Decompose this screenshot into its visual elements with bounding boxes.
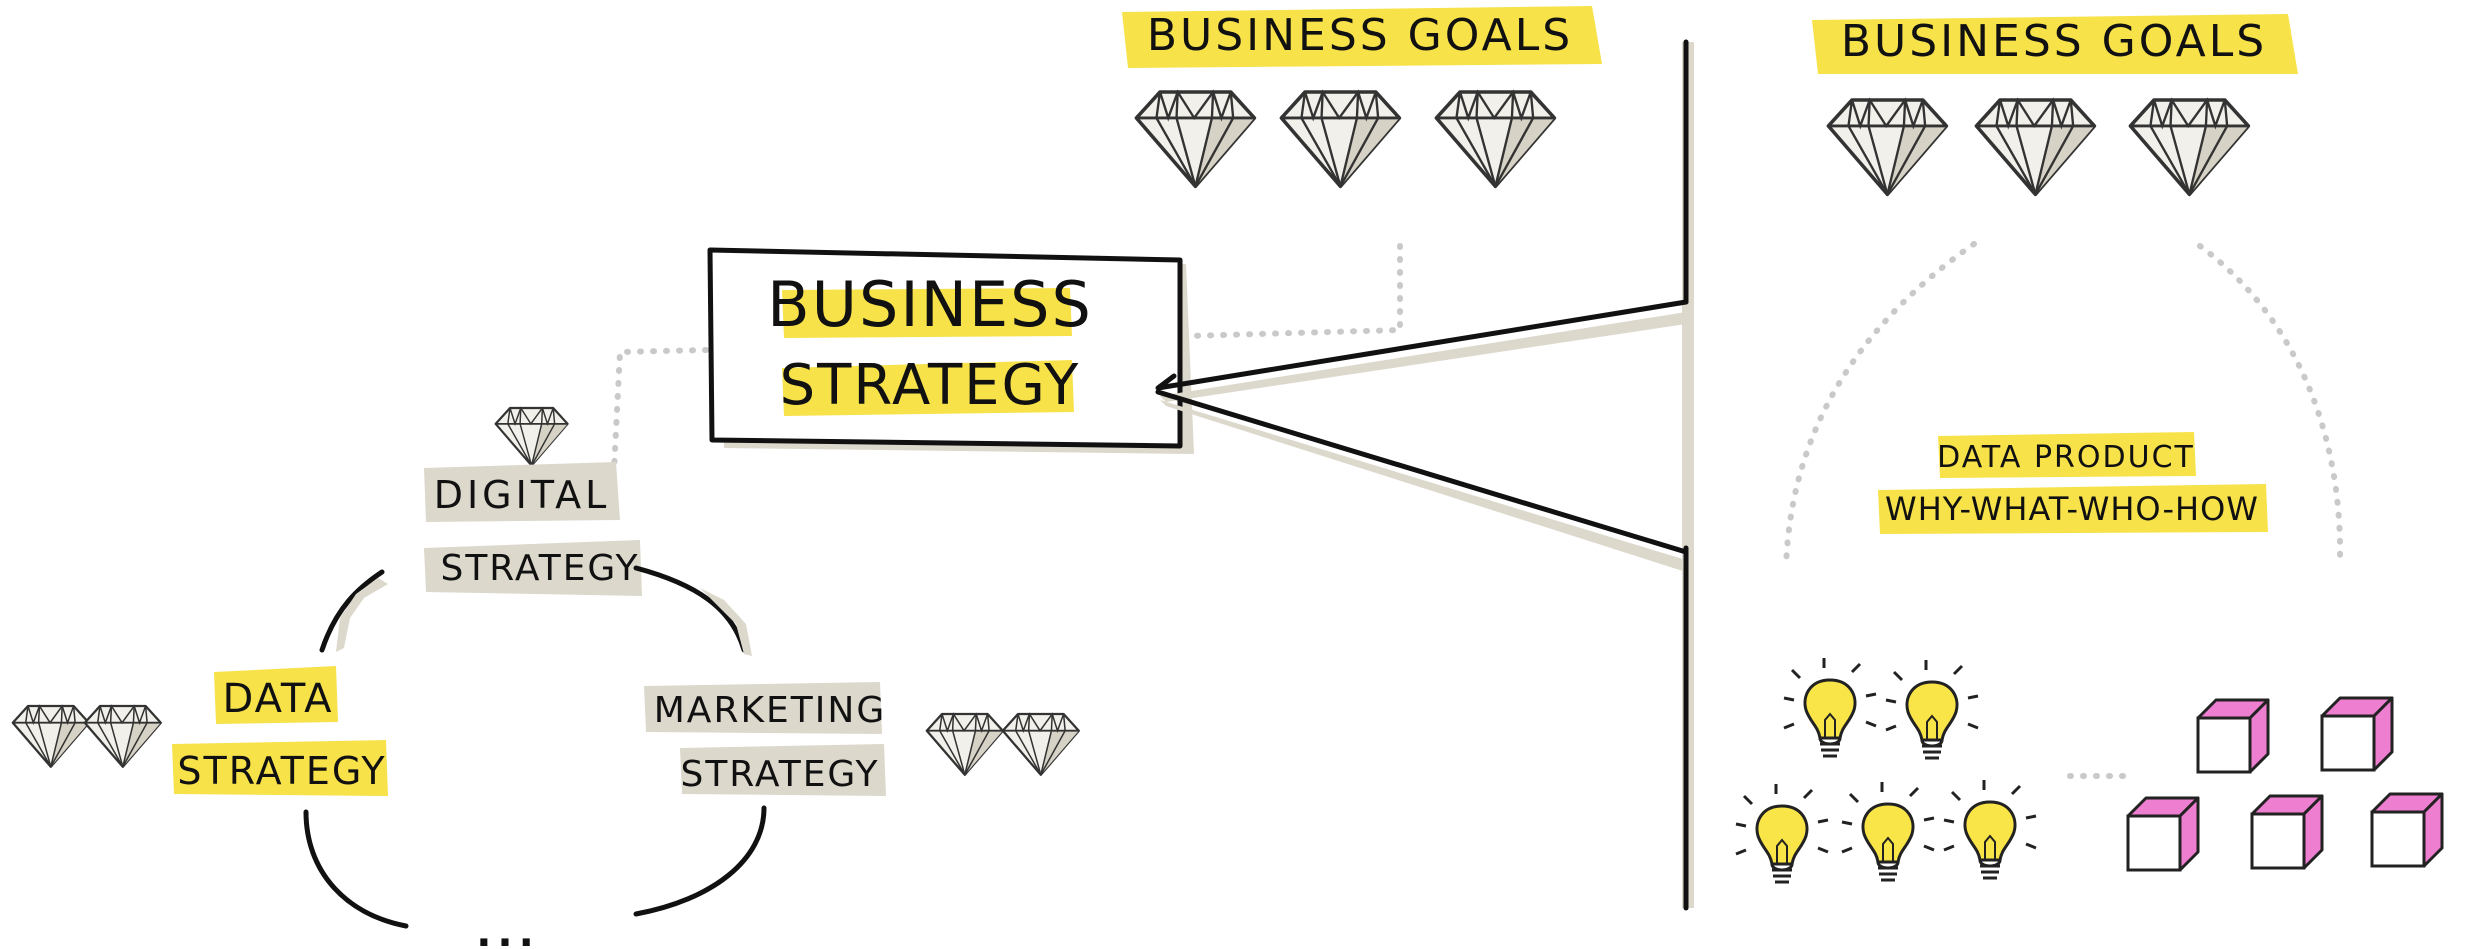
data-label-line1: DATA — [222, 676, 333, 722]
cycle-arc-lower-right — [633, 805, 767, 917]
data-product-label: DATA PRODUCT WHY-WHAT-WHO-HOW — [1878, 432, 2268, 534]
lightbulb-icon — [1782, 656, 1878, 758]
funnel-bottom-line — [1155, 389, 1689, 555]
strategy-funnel — [1155, 39, 1694, 911]
cycle-arc-shadow-2 — [700, 588, 752, 656]
digital-highlight-1 — [424, 462, 620, 522]
goals-arc-left — [1783, 241, 1977, 571]
lightbulb-icon — [1884, 658, 1980, 760]
goals-arc-right — [2197, 243, 2344, 563]
cycle-arc-lower-left — [303, 809, 409, 929]
funnel-bottom-shadow — [1160, 400, 1686, 572]
goals-right-title: BUSINESS GOALS — [1841, 16, 2267, 67]
cube-icon — [2370, 792, 2444, 868]
data-highlight-2 — [172, 740, 388, 796]
cube-icon — [2126, 796, 2200, 872]
business-goals-right: BUSINESS GOALS — [1812, 14, 2298, 197]
data-product-highlight-1 — [1938, 432, 2196, 478]
cube-icon — [2320, 696, 2394, 772]
diamond-icon — [1434, 90, 1557, 189]
cycle-arc-shadow-1 — [336, 578, 388, 652]
strategy-title-line1: BUSINESS — [767, 268, 1093, 341]
funnel-top-shadow — [1160, 312, 1686, 402]
cycle-arc-upper-right — [633, 565, 747, 653]
data-label-line2: STRATEGY — [177, 749, 386, 793]
cycle-arc-upper-left — [319, 569, 385, 653]
diamond-icon — [1974, 98, 2097, 197]
ideas-cluster — [1734, 656, 2038, 884]
digital-highlight-2 — [424, 540, 642, 596]
diamond-icon — [83, 704, 162, 768]
data-product-line2: WHY-WHAT-WHO-HOW — [1885, 490, 2259, 528]
dotted-connectors — [611, 241, 2344, 779]
cube-icon — [2196, 698, 2270, 774]
diamond-icon — [925, 712, 1004, 776]
goals-left-highlight — [1122, 6, 1602, 68]
marketing-highlight-2 — [680, 744, 886, 796]
business-strategy-box: BUSINESS STRATEGY — [707, 247, 1194, 454]
data-product-highlight-2 — [1878, 484, 2268, 534]
strategy-title-line2: STRATEGY — [780, 353, 1081, 418]
lightbulb-icon — [1734, 782, 1830, 884]
cycle-ellipsis: ... — [476, 910, 540, 949]
lightbulb-icon — [1942, 778, 2038, 880]
strategy-cycle: DIGITAL STRATEGY DATA STRATEGY MARKETING… — [11, 406, 1080, 949]
diamond-icon — [2128, 98, 2251, 197]
goals-to-strategy-connector — [1185, 243, 1403, 339]
lightbulb-icon — [1840, 780, 1936, 882]
diamond-icon — [1826, 98, 1949, 197]
digital-label-line2: STRATEGY — [440, 548, 639, 589]
diamond-icon — [1001, 712, 1080, 776]
cube-icon — [2250, 794, 2324, 870]
diamond-icon — [1134, 90, 1257, 189]
goals-right-highlight — [1812, 14, 2298, 74]
products-cluster — [2126, 696, 2444, 872]
diamond-icon — [494, 406, 569, 467]
diamond-icon — [11, 704, 90, 768]
funnel-top-line — [1155, 299, 1689, 391]
marketing-highlight-1 — [644, 682, 882, 734]
diamond-icon — [1279, 90, 1402, 189]
data-highlight-1 — [214, 666, 338, 724]
strategy-to-digital-connector — [611, 347, 709, 473]
strategy-highlight-1 — [782, 288, 1072, 338]
marketing-label-line2: STRATEGY — [680, 754, 879, 795]
business-goals-left: BUSINESS GOALS — [1122, 6, 1602, 189]
strategy-highlight-2 — [782, 360, 1074, 416]
goals-left-title: BUSINESS GOALS — [1147, 10, 1573, 61]
digital-label-line1: DIGITAL — [434, 473, 611, 517]
data-product-line1: DATA PRODUCT — [1937, 440, 2195, 475]
marketing-label-line1: MARKETING — [654, 690, 887, 731]
